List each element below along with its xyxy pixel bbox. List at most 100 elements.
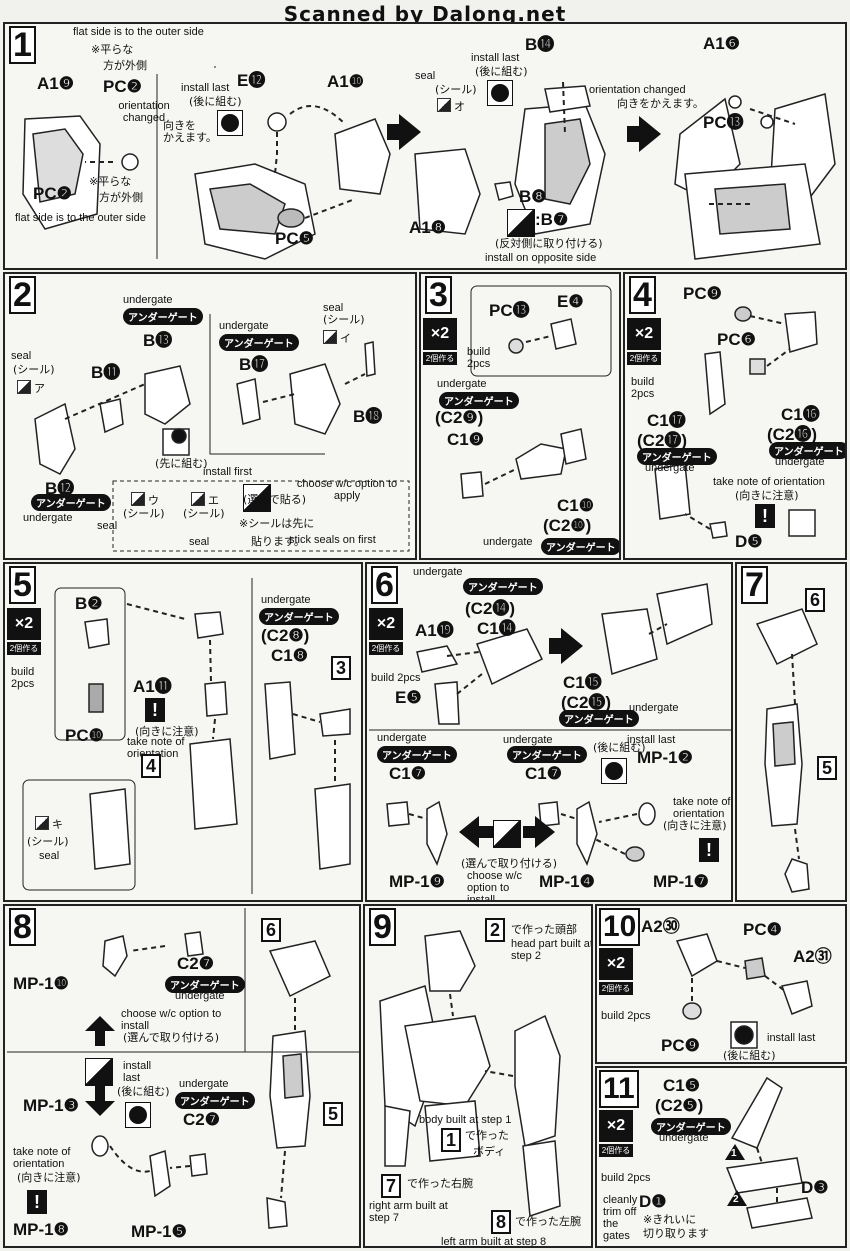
undergate-badge: アンダーゲート bbox=[377, 746, 457, 763]
opposite-side-icon bbox=[507, 209, 535, 237]
step-number: 2 bbox=[9, 276, 36, 314]
note-build: build 2pcs bbox=[371, 672, 421, 684]
note-undergate: undergate bbox=[775, 456, 825, 468]
note-larm-jp: で作った左腕 bbox=[515, 1215, 581, 1228]
note-seal: seal bbox=[97, 520, 118, 532]
step-number: 3 bbox=[425, 276, 452, 314]
part-label-mp14: MP-1❹ bbox=[539, 872, 595, 891]
note-install-last-jp: (後に組む) bbox=[117, 1085, 170, 1098]
note-choose-install: choose w/c option to install bbox=[467, 870, 523, 902]
note-seal: seal bbox=[189, 536, 210, 548]
part-label-pc10: PC❿ bbox=[65, 726, 104, 745]
part-label-mp19: MP-1❾ bbox=[389, 872, 445, 891]
step-ref-5: 5 bbox=[817, 756, 838, 780]
part-label-d1: D❶ bbox=[639, 1192, 667, 1211]
build-twice-jp: 2個作る bbox=[599, 1144, 633, 1157]
note-choose-apply: choose w/c option to apply bbox=[296, 478, 398, 502]
part-label-c116: C1⓰ bbox=[781, 405, 820, 424]
part-label-a19: A1❾ bbox=[37, 74, 74, 93]
build-twice-jp: 2個作る bbox=[599, 982, 633, 995]
note-install-last-jp: (後に組む) bbox=[593, 741, 646, 754]
undergate-badge: アンダーゲート bbox=[541, 538, 619, 555]
seal-icon bbox=[323, 330, 337, 344]
note-head: head part built at step 2 bbox=[511, 938, 593, 962]
part-label-d5: D❺ bbox=[735, 532, 763, 551]
note-flat-jp-b: 方が外側 bbox=[103, 59, 147, 72]
step-3-illustration bbox=[460, 285, 612, 499]
step-9-panel: 9 2 で作った頭部 head part built at step 2 bod… bbox=[363, 904, 593, 1248]
note-body: body built at step 1 bbox=[419, 1114, 512, 1126]
note-orient-jp: (向きに注意) bbox=[17, 1171, 81, 1184]
part-label-e4: E❹ bbox=[557, 292, 584, 311]
part-label-c17-a: C1❼ bbox=[389, 764, 426, 783]
note-take-note: take note of orientation bbox=[13, 1146, 71, 1170]
part-label-pc13: PC⓭ bbox=[489, 301, 530, 320]
note-install-last-jp: (後に組む) bbox=[723, 1049, 776, 1062]
seal-label-i: イ bbox=[323, 330, 351, 345]
note-orient-jp: (向きに注意) bbox=[735, 489, 799, 502]
part-label-b8: B❽ bbox=[519, 187, 547, 206]
step-1-illustration bbox=[22, 66, 836, 260]
build-twice-badge: ×2 bbox=[599, 948, 633, 980]
note-undergate: undergate bbox=[645, 462, 695, 474]
undergate-badge: アンダーゲート bbox=[637, 448, 717, 465]
part-label-a111: A1⓫ bbox=[133, 677, 172, 696]
seal-label-u: ウ bbox=[131, 492, 159, 507]
note-choose-jp: (選んで取り付ける) bbox=[461, 857, 558, 870]
note-build: build bbox=[11, 666, 35, 678]
note-take-note: take note of orientation bbox=[673, 796, 731, 820]
build-twice-badge: ×2 bbox=[7, 608, 41, 640]
note-install-last-2: install last bbox=[471, 52, 520, 64]
note-flat-jp-a: ※平らな bbox=[91, 43, 134, 56]
part-label-a230: A2㉚ bbox=[641, 917, 680, 936]
note-orient-jp-a: 向きを bbox=[163, 119, 196, 132]
build-twice-jp: 2個作る bbox=[423, 352, 457, 365]
part-label-c210: (C2❿) bbox=[543, 516, 592, 535]
part-label-c19: C1❾ bbox=[447, 430, 484, 449]
seal-letter: ウ bbox=[148, 494, 159, 507]
part-label-d3: D❸ bbox=[801, 1178, 829, 1197]
step-number: 10 bbox=[599, 908, 641, 946]
note-install-last: install last bbox=[181, 82, 230, 94]
next-arrow-icon bbox=[549, 628, 583, 664]
choose-option-icon bbox=[243, 484, 271, 512]
build-twice-jp: 2個作る bbox=[369, 642, 403, 655]
part-label-mp17: MP-1❼ bbox=[653, 872, 709, 891]
step-8-illustration bbox=[7, 908, 359, 1229]
note-undergate: undergate bbox=[659, 1132, 709, 1144]
seal-letter: エ bbox=[208, 494, 219, 507]
step-3-panel: 3 ×2 2個作る build 2pcs PC⓭ E❹ undergate アン… bbox=[419, 272, 621, 560]
part-label-pc2-bottom: PC❷ bbox=[33, 184, 72, 203]
part-label-a231: A2㉛ bbox=[793, 947, 832, 966]
part-label-c15: C1❺ bbox=[663, 1076, 700, 1095]
note-install-last-2-jp: (後に組む) bbox=[475, 65, 528, 78]
step-number: 7 bbox=[741, 566, 768, 604]
part-label-pc9: PC❾ bbox=[683, 284, 722, 303]
part-label-c17-b: C1❼ bbox=[525, 764, 562, 783]
choose-option-icon bbox=[493, 820, 521, 848]
note-pcs: 2pcs bbox=[467, 358, 491, 370]
caution-icon: ! bbox=[145, 698, 165, 722]
build-twice-badge: ×2 bbox=[627, 318, 661, 350]
note-choose-jp: (選んで貼る) bbox=[243, 493, 307, 506]
undergate-badge: アンダーゲート bbox=[439, 392, 519, 409]
part-label-a18: A1❽ bbox=[409, 218, 446, 237]
note-head-jp: で作った頭部 bbox=[511, 923, 577, 936]
undergate-badge: アンダーゲート bbox=[259, 608, 339, 625]
part-label-pc9: PC❾ bbox=[661, 1036, 700, 1055]
step-5-panel: 5 ×2 2個作る bbox=[3, 562, 363, 902]
part-label-c25: (C2❺) bbox=[655, 1096, 704, 1115]
part-label-c18: C1❽ bbox=[271, 646, 308, 665]
note-orient-jp: (向きに注意) bbox=[135, 725, 199, 738]
note-stick-jp-b: 貼ります。 bbox=[251, 535, 305, 548]
seal-letter: キ bbox=[52, 818, 63, 831]
note-seal-jp: (シール) bbox=[323, 313, 365, 326]
note-choose-jp: (選んで取り付ける) bbox=[123, 1031, 220, 1044]
undergate-badge: アンダーゲート bbox=[769, 442, 845, 459]
install-last-icon bbox=[125, 1102, 151, 1128]
seal-label-e: エ bbox=[191, 492, 219, 507]
note-choose-install: choose w/c option to install bbox=[121, 1008, 222, 1032]
caution-icon: ! bbox=[755, 504, 775, 528]
note-seal-jp: (シール) bbox=[435, 83, 477, 96]
note-stick-first: stick seals on first bbox=[289, 534, 376, 546]
